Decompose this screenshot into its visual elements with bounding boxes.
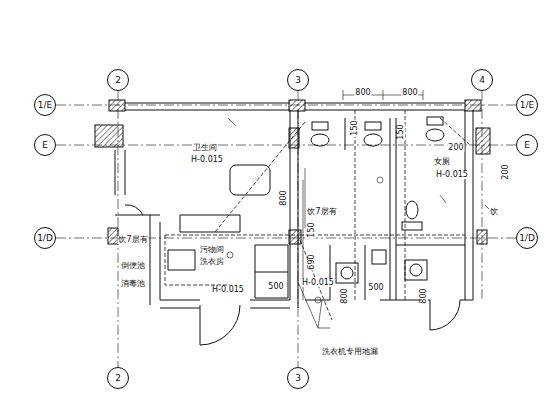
- room-label: 消毒池: [120, 280, 146, 288]
- axis-bubble: 1/E: [516, 94, 538, 116]
- room-label: 洗衣机专用地漏: [321, 348, 379, 356]
- room-label: 倒便池: [120, 262, 146, 270]
- axis-bubble: 2: [107, 69, 129, 91]
- room-label: 饮7层有: [117, 236, 148, 244]
- axis-bubble: 3: [287, 69, 309, 91]
- axis-bubble: 4: [471, 69, 493, 91]
- dimension: 800: [354, 89, 371, 97]
- dimension: 690: [308, 253, 316, 270]
- axis-bubble: 1/D: [34, 227, 56, 249]
- room-label: H-0.015: [190, 156, 224, 164]
- room-label: 饮: [489, 208, 499, 216]
- dimension: 800: [341, 287, 349, 304]
- axis-label: 1/D: [519, 234, 535, 243]
- axis-bubble: E: [516, 134, 538, 156]
- room-label: 污物间: [199, 246, 225, 254]
- axis-label: 1/E: [38, 101, 52, 110]
- axis-bubble: 3: [287, 367, 309, 389]
- dimension: 200: [447, 144, 464, 152]
- axis-label: 1/D: [37, 234, 53, 243]
- axis-bubble: E: [34, 134, 56, 156]
- room-label: 卫生间: [192, 144, 218, 152]
- dimension: 150: [397, 123, 405, 140]
- dimension: 200: [502, 163, 510, 180]
- room-label: 女厕: [433, 158, 451, 166]
- room-label: 饮7层有: [306, 208, 337, 216]
- axis-label: 4: [479, 76, 485, 85]
- room-label: H-0.015: [301, 279, 335, 287]
- axis-bubble: 1/E: [34, 94, 56, 116]
- dimension: 800: [280, 189, 288, 206]
- axis-label: 3: [295, 76, 301, 85]
- room-label: H-0.015: [435, 171, 469, 179]
- dimension: 150: [351, 119, 359, 136]
- dimension: 500: [267, 283, 284, 291]
- room-label: H-0.015: [211, 286, 245, 294]
- dimension: 150: [308, 221, 316, 238]
- axis-label: E: [524, 141, 530, 150]
- axis-label: 2: [115, 76, 121, 85]
- axis-label: 1/E: [520, 101, 534, 110]
- axis-label: 2: [115, 374, 121, 383]
- axis-label: E: [42, 141, 48, 150]
- room-label: 洗衣房: [199, 258, 225, 266]
- dimension: 800: [420, 287, 428, 304]
- dimension: 500: [367, 284, 384, 292]
- axis-label: 3: [295, 374, 301, 383]
- dimension: 800: [401, 89, 418, 97]
- axis-bubble: 2: [107, 367, 129, 389]
- axis-bubble: 1/D: [516, 227, 538, 249]
